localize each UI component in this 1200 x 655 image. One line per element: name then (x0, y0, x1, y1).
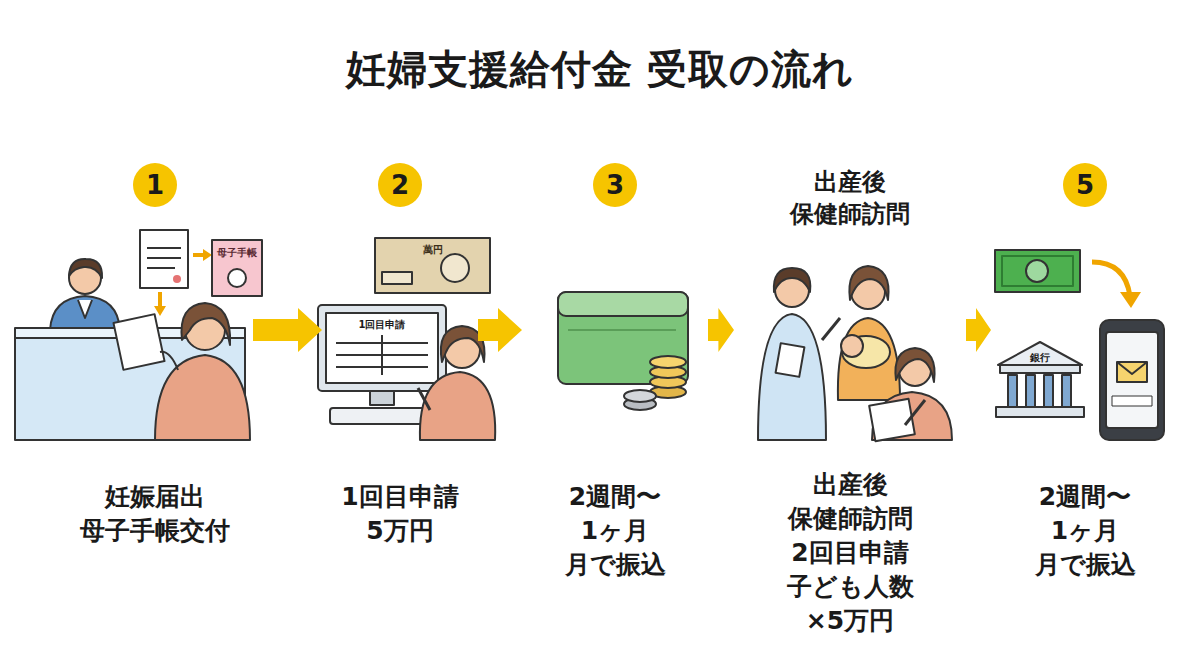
step-caption: 妊娠届出 母子手帳交付 (80, 480, 230, 548)
illustration-label: 銀行 (1030, 351, 1050, 365)
step-node: 1 妊娠届出 母子手帳交付 (60, 160, 250, 610)
step-caption: 2週間〜1ヶ月 月で振込 (565, 480, 666, 582)
flow-arrow (478, 308, 522, 352)
flow-arrow (253, 308, 322, 352)
illustration-label: 萬円 (423, 243, 443, 257)
step-node: 3 2週間〜1ヶ月 月で振込 (525, 160, 705, 610)
step-node: 5 2週間〜1ヶ月 月で振込 (994, 160, 1176, 610)
diagram-title: 妊婦支援給付金 受取の流れ (0, 42, 1200, 97)
step-number: 2 (378, 163, 422, 207)
step-node: 2 1回目申請 5万円 (325, 160, 475, 610)
step-caption: 1回目申請 5万円 (341, 480, 458, 548)
illustration-label: 母子手帳 (217, 246, 257, 260)
illustration-label: 1回目申請 (359, 318, 406, 332)
step-number: 3 (593, 163, 637, 207)
step-node: 出産後 保健師訪問出産後 保健師訪問 2回目申請 子ども人数×5万円 (737, 160, 963, 610)
step-number: 5 (1063, 163, 1107, 207)
step-caption: 2週間〜1ヶ月 月で振込 (1035, 480, 1136, 582)
step-caption: 出産後 保健師訪問 2回目申請 子ども人数×5万円 (787, 468, 914, 638)
flow-arrow (708, 308, 734, 352)
step-number: 1 (133, 163, 177, 207)
flow-arrow (966, 308, 991, 352)
step-heading: 出産後 保健師訪問 (790, 166, 910, 231)
